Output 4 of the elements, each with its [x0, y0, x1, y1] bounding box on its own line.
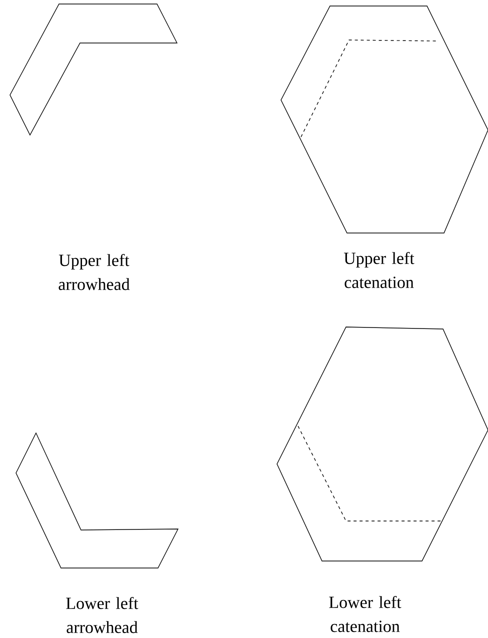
- caption: Lower left catenation: [329, 596, 402, 632]
- caption: Upper left arrowhead: [58, 254, 130, 290]
- caption: Lower left arrowhead: [66, 596, 138, 634]
- caption: Upper left catenation: [344, 252, 414, 288]
